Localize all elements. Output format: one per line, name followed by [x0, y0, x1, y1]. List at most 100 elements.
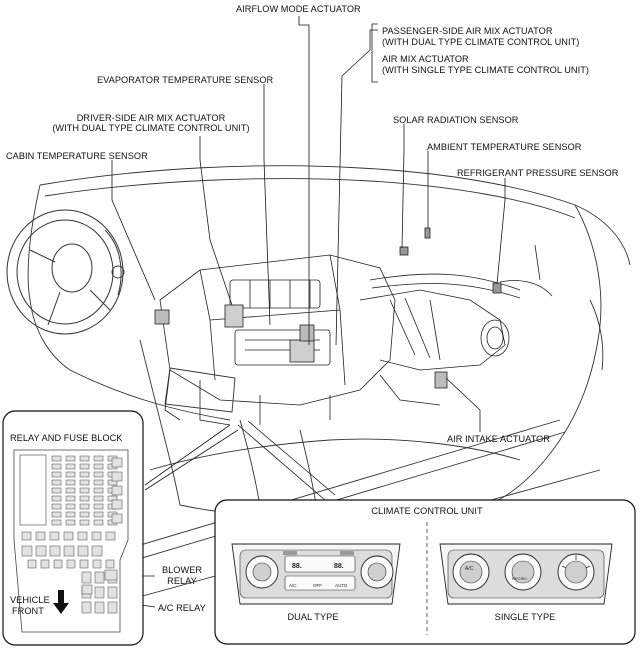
- relay: [81, 571, 92, 584]
- fuse: [51, 503, 62, 510]
- fuse: [93, 455, 104, 462]
- label-airflow-mode-actuator: AIRFLOW MODE ACTUATOR: [236, 4, 361, 14]
- label-air-mix-note: (WITH SINGLE TYPE CLIMATE CONTROL UNIT): [382, 65, 589, 75]
- fuse: [93, 471, 104, 478]
- fuse: [105, 559, 115, 569]
- dual-readout-left: 88.: [292, 563, 302, 570]
- steering-wheel: [6, 209, 124, 335]
- dual-type-panel: [231, 543, 401, 605]
- relay: [111, 499, 123, 510]
- single-knob-ac: A/C: [465, 566, 474, 572]
- label-ambient-temperature-sensor: AMBIENT TEMPERATURE SENSOR: [427, 142, 582, 152]
- relay: [94, 571, 105, 584]
- fuse: [65, 471, 76, 478]
- leader-lines: [87, 16, 506, 608]
- hvac-unit: [154, 227, 553, 426]
- relay: [21, 545, 33, 557]
- dual-button-off: OFF: [313, 583, 322, 588]
- fuse: [40, 559, 50, 569]
- fuse: [65, 479, 76, 486]
- fuse: [93, 487, 104, 494]
- label-passenger-side-air-mix-actuator: PASSENGER-SIDE AIR MIX ACTUATOR: [382, 26, 553, 36]
- relay: [77, 545, 89, 557]
- relay: [107, 586, 118, 599]
- label-driver-side-note: (WITH DUAL TYPE CLIMATE CONTROL UNIT): [52, 123, 250, 133]
- relay: [63, 531, 74, 541]
- fuse: [93, 463, 104, 470]
- label-cabin-temperature-sensor: CABIN TEMPERATURE SENSOR: [6, 151, 148, 161]
- label-blower-relay-line2: RELAY: [167, 576, 197, 586]
- label-single-type: SINGLE TYPE: [494, 612, 556, 622]
- label-solar-radiation-sensor: SOLAR RADIATION SENSOR: [393, 115, 519, 125]
- fuse: [79, 495, 90, 502]
- label-dual-type: DUAL TYPE: [287, 612, 339, 622]
- fuse: [51, 455, 62, 462]
- vehicle-front-arrow: [53, 590, 69, 614]
- fuse: [65, 463, 76, 470]
- relay: [21, 531, 32, 541]
- fuse: [66, 559, 76, 569]
- label-passenger-side-note: (WITH DUAL TYPE CLIMATE CONTROL UNIT): [382, 37, 580, 47]
- relay: [111, 457, 123, 468]
- label-vehicle-front-line1: VEHICLE: [10, 595, 50, 605]
- single-knob-recirc: RECIRC: [512, 576, 527, 581]
- relay: [63, 545, 75, 557]
- relay: [91, 531, 102, 541]
- fuse: [65, 487, 76, 494]
- relay: [49, 531, 60, 541]
- relay: [77, 531, 88, 541]
- fuse: [27, 559, 37, 569]
- dual-readout-right: 88.: [334, 563, 344, 570]
- blower-relay: [104, 569, 118, 581]
- label-air-mix-actuator: AIR MIX ACTUATOR: [382, 54, 469, 64]
- fuse: [79, 511, 90, 518]
- fuse: [93, 495, 104, 502]
- fuse: [79, 559, 89, 569]
- ac-relay: [81, 584, 93, 595]
- relay: [94, 586, 105, 599]
- relay: [107, 601, 118, 614]
- fuse: [65, 519, 76, 526]
- relay: [111, 513, 123, 524]
- fuse: [92, 559, 102, 569]
- relay: [91, 545, 103, 557]
- fuse: [79, 503, 90, 510]
- fuse: [93, 519, 104, 526]
- fuse: [79, 471, 90, 478]
- fuse: [51, 479, 62, 486]
- label-driver-side-air-mix-actuator: DRIVER-SIDE AIR MIX ACTUATOR: [76, 113, 226, 123]
- fuse: [51, 511, 62, 518]
- fuse: [79, 487, 90, 494]
- fuse: [79, 519, 90, 526]
- relay: [35, 531, 46, 541]
- fuse: [65, 511, 76, 518]
- label-vehicle-front-line2: FRONT: [12, 606, 44, 616]
- relay: [94, 601, 105, 614]
- relay: [111, 485, 123, 496]
- fuse: [65, 455, 76, 462]
- glovebox: [164, 367, 236, 413]
- fuse: [79, 479, 90, 486]
- label-air-intake-actuator: AIR INTAKE ACTUATOR: [447, 434, 551, 444]
- fuse: [93, 503, 104, 510]
- climate-control-unit-box: 88. 88. OFF AUTO A/C A/C RECIRC: [214, 499, 636, 645]
- relay-fuse-block-title: RELAY AND FUSE BLOCK: [10, 433, 123, 443]
- relay: [35, 545, 47, 557]
- fuse: [51, 463, 62, 470]
- fuse: [51, 487, 62, 494]
- fuse: [65, 503, 76, 510]
- fuse: [79, 463, 90, 470]
- label-evaporator-temperature-sensor: EVAPORATOR TEMPERATURE SENSOR: [97, 75, 274, 85]
- dual-button-ac: A/C: [289, 583, 297, 588]
- fuse: [93, 511, 104, 518]
- fuse: [51, 495, 62, 502]
- relay: [111, 471, 123, 482]
- label-blower-relay-line1: BLOWER: [161, 565, 203, 575]
- relay: [49, 545, 61, 557]
- fuse: [79, 455, 90, 462]
- fuse: [51, 519, 62, 526]
- fuse: [65, 495, 76, 502]
- single-type-panel: [439, 543, 613, 605]
